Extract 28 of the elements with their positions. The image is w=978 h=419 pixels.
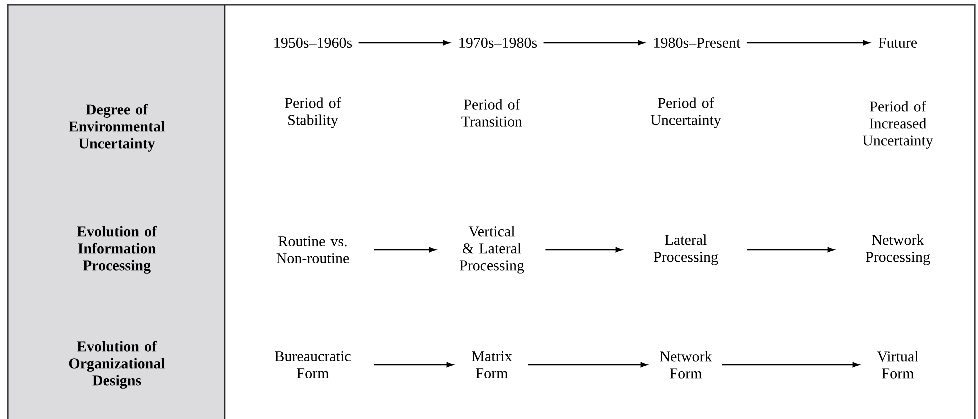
row-header: Degree of Environmental Uncertainty — [69, 104, 165, 152]
arrow — [544, 40, 645, 46]
process-text: Network Form — [660, 351, 712, 379]
process-text: Future — [878, 38, 918, 48]
arrow — [528, 362, 648, 368]
process-text: Vertical & Lateral Processing — [460, 226, 524, 274]
process-text: Network Processing — [866, 234, 930, 266]
process-text: 1970s–1980s — [460, 38, 538, 48]
period-label: Period of Stability — [285, 98, 342, 128]
process-text: Matrix Form — [472, 351, 512, 379]
arrow — [722, 362, 860, 368]
arrow — [747, 247, 834, 253]
arrow — [374, 247, 436, 253]
row-header: Evolution of Information Processing — [77, 226, 158, 274]
process-text: Virtual Form — [877, 351, 918, 379]
period-label: Period of Transition — [462, 99, 522, 127]
process-text: Bureaucratic Form — [275, 351, 351, 379]
arrow — [358, 40, 450, 46]
process-text: 1980s–Present — [654, 38, 741, 48]
process-text: 1950s–1960s — [274, 38, 352, 48]
period-label: Period of Increased Uncertainty — [862, 101, 934, 149]
process-text: Routine vs. Non-routine — [276, 236, 350, 264]
arrow — [746, 40, 870, 46]
row-header: Evolution of Organizational Designs — [69, 341, 166, 389]
arrow — [546, 247, 622, 253]
process-text: Lateral Processing — [654, 234, 718, 266]
arrow — [374, 362, 454, 368]
period-label: Period of Uncertainty — [650, 98, 722, 128]
